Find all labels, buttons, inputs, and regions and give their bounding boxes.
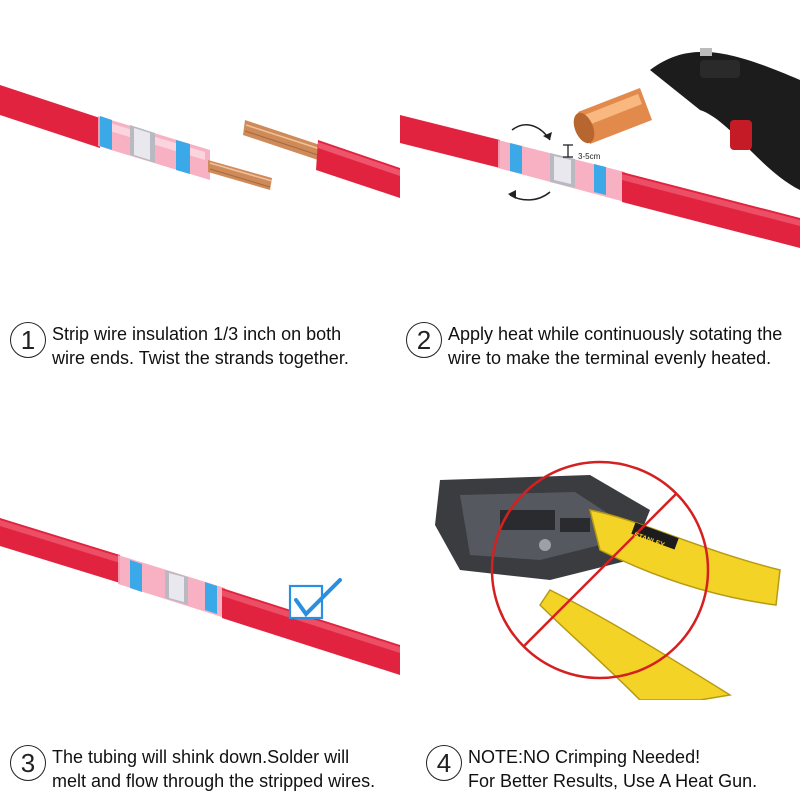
step-1-panel: 1 Strip wire insulation 1/3 inch on both… xyxy=(0,0,400,400)
step-1-instruction: 1 Strip wire insulation 1/3 inch on both… xyxy=(10,322,349,370)
heat-application-illustration xyxy=(400,48,800,248)
step-number-circle: 4 xyxy=(426,745,462,781)
step-4-instruction: 4 NOTE:NO Crimping Needed! For Better Re… xyxy=(426,745,757,793)
step-2-line-1: Apply heat while continuously sotating t… xyxy=(448,324,783,344)
step-1-line-2: wire ends. Twist the strands together. xyxy=(52,348,349,368)
shrink-and-solder-illustration xyxy=(0,518,400,675)
step-number-circle: 2 xyxy=(406,322,442,358)
step-4-line-2: For Better Results, Use A Heat Gun. xyxy=(468,771,758,791)
step-3-instruction: 3 The tubing will shink down.Solder will… xyxy=(10,745,375,793)
step-4-panel: STANLEY 4 NOTE:NO Crimping Needed! For B… xyxy=(400,400,800,800)
step-3-panel: 3 The tubing will shink down.Solder will… xyxy=(0,400,400,800)
step-1-line-1: Strip wire insulation 1/3 inch on both xyxy=(52,324,342,344)
step-2-instruction: 2 Apply heat while continuously sotating… xyxy=(406,322,782,370)
step-2-panel: 3-5cm 2 Apply heat while continuously so… xyxy=(400,0,800,400)
step-number-circle: 1 xyxy=(10,322,46,358)
step-2-line-2: wire to make the terminal evenly heated. xyxy=(448,348,772,368)
step-3-line-2: melt and flow through the stripped wires… xyxy=(52,771,376,791)
checkmark-icon xyxy=(288,578,342,620)
strip-and-twist-illustration xyxy=(0,85,400,198)
step-3-line-1: The tubing will shink down.Solder will xyxy=(52,747,350,767)
no-crimping-tool-illustration xyxy=(435,460,781,700)
step-4-line-1: NOTE:NO Crimping Needed! xyxy=(468,747,701,767)
step-number-circle: 3 xyxy=(10,745,46,781)
heat-gap-label: 3-5cm xyxy=(578,152,601,161)
